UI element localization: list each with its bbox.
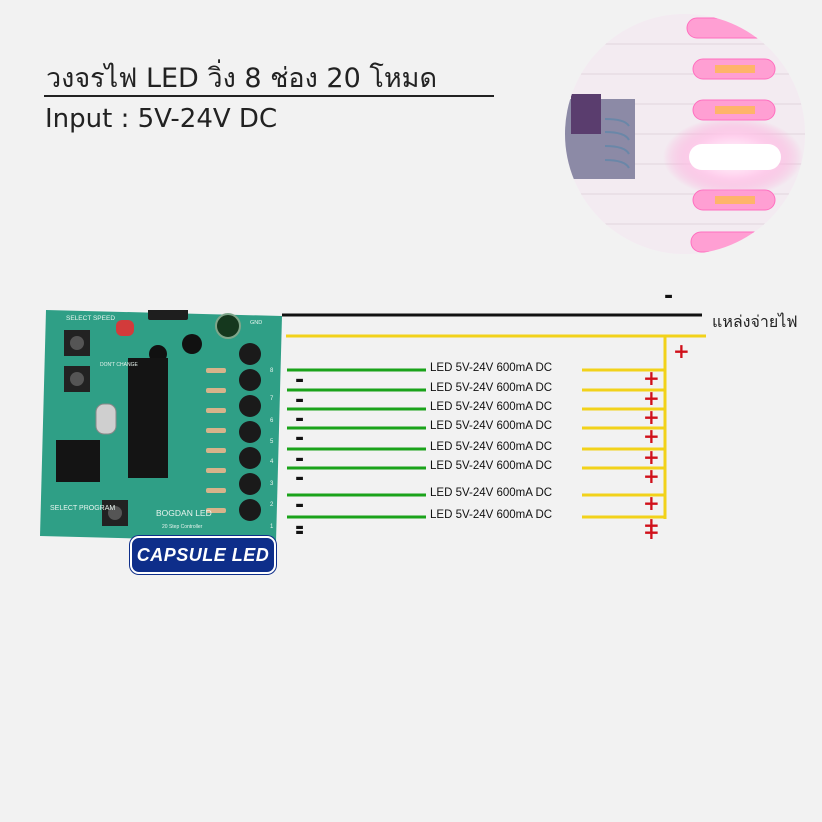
channel-plus-sign-6: +: [643, 464, 660, 488]
led-channel-label-6: LED 5V-24V 600mA DC: [430, 460, 553, 472]
channel-minus-sign-5: -: [295, 447, 305, 472]
channel-plus-sign-1: +: [643, 366, 660, 390]
board-subtitle-label: 20 Step Controller: [162, 524, 203, 530]
board-channel-number-2: 2: [270, 502, 274, 508]
title-underline: [44, 95, 494, 97]
select-program-label: SELECT PROGRAM: [50, 505, 115, 512]
channel-plus-sign-2: +: [643, 386, 660, 410]
channel-plus-sign-8: +: [643, 513, 660, 537]
channel-minus-sign-7: -: [295, 493, 305, 518]
board-brand-label: BOGDAN LED: [156, 508, 212, 518]
supply-minus-sign: -: [664, 284, 674, 309]
board-channel-number-1: 1: [270, 524, 274, 530]
extra-minus-sign: -: [295, 520, 305, 545]
extra-plus-sign: +: [643, 520, 660, 544]
board-channel-number-4: 4: [270, 459, 274, 465]
led-channel-label-1: LED 5V-24V 600mA DC: [430, 362, 553, 374]
channel-minus-sign-8: -: [295, 515, 305, 540]
led-channel-label-4: LED 5V-24V 600mA DC: [430, 420, 553, 432]
page-title: วงจรไฟ LED วิ่ง 8 ช่อง 20 โหมด: [46, 63, 437, 94]
power-supply-label: แหล่งจ่ายไฟ: [712, 312, 798, 331]
led-channel-label-7: LED 5V-24V 600mA DC: [430, 487, 553, 499]
led-channel-label-2: LED 5V-24V 600mA DC: [430, 382, 553, 394]
board-channel-number-7: 7: [270, 396, 274, 402]
led-capsules-photo: [565, 14, 805, 254]
channel-minus-sign-6: -: [295, 466, 305, 491]
channel-minus-sign-3: -: [295, 407, 305, 432]
channel-minus-sign-1: -: [295, 368, 305, 393]
board-channel-number-5: 5: [270, 439, 274, 445]
dont-change-label: DON'T CHANGE: [100, 362, 138, 368]
channel-plus-sign-5: +: [643, 445, 660, 469]
led-channel-label-5: LED 5V-24V 600mA DC: [430, 441, 553, 453]
channel-plus-sign-3: +: [643, 405, 660, 429]
board-channel-number-3: 3: [270, 481, 274, 487]
channel-plus-sign-4: +: [643, 424, 660, 448]
led-channel-label-8: LED 5V-24V 600mA DC: [430, 509, 553, 521]
channel-plus-sign-7: +: [643, 491, 660, 515]
channel-minus-sign-4: -: [295, 426, 305, 451]
board-channel-number-6: 6: [270, 418, 274, 424]
select-speed-label: SELECT SPEED: [66, 315, 115, 322]
led-channel-label-3: LED 5V-24V 600mA DC: [430, 401, 553, 413]
input-voltage-text: Input : 5V-24V DC: [45, 104, 278, 134]
controller-board: SELECT SPEED DON'T CHANGE SELECT PROGRAM…: [40, 270, 282, 542]
gnd-label: GND: [250, 320, 262, 326]
channel-minus-sign-2: -: [295, 388, 305, 413]
capsule-led-logo: CAPSULE LED: [130, 536, 276, 574]
board-channel-number-8: 8: [270, 368, 274, 374]
supply-plus-sign: +: [673, 339, 690, 363]
